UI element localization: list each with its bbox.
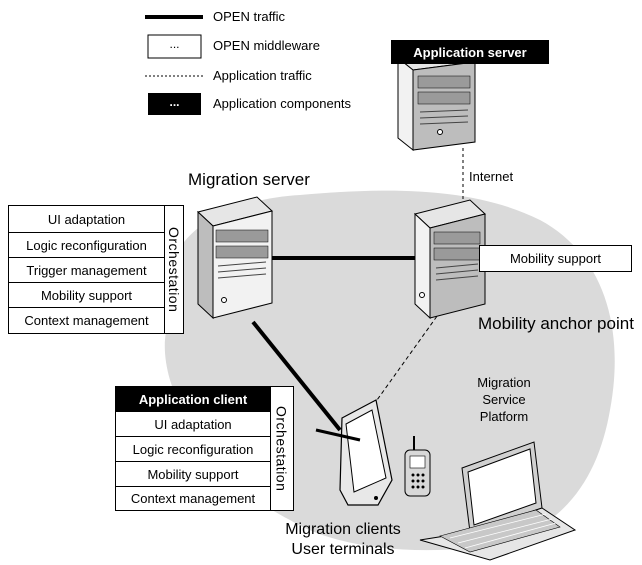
- migration-module-mobility-support: Mobility support: [9, 282, 164, 307]
- tablet-icon: [315, 399, 393, 506]
- laptop-icon: [419, 441, 577, 561]
- migration-clients-label: Migration clients User terminals: [268, 520, 418, 560]
- client-module-ui-adaptation: UI adaptation: [116, 411, 270, 436]
- application-client-header: Application client: [116, 387, 270, 411]
- migration-clients-line-1: Migration clients: [285, 521, 401, 538]
- mobility-anchor-title: Mobility anchor point: [478, 314, 634, 333]
- legend-middleware-symbol: ...: [169, 37, 180, 51]
- migration-orchestation-label: Orchestation: [166, 226, 182, 313]
- legend-application-components-label: Application components: [213, 96, 352, 111]
- migration-server-icon: [196, 196, 274, 320]
- platform-label-line-2: Service: [482, 392, 526, 407]
- legend-open-middleware-label: OPEN middleware: [213, 38, 320, 53]
- anchor-mobility-support: Mobility support: [479, 245, 632, 272]
- mobile-phone-icon: [404, 436, 431, 497]
- migration-module-logic-reconfiguration: Logic reconfiguration: [9, 232, 164, 257]
- migration-module-context-management: Context management: [9, 307, 164, 333]
- client-module-context-management: Context management: [116, 486, 270, 510]
- client-module-mobility-support: Mobility support: [116, 461, 270, 486]
- server-to-tablet-link: [251, 320, 342, 432]
- client-orchestation-label: Orchestation: [273, 405, 290, 492]
- migration-module-trigger-management: Trigger management: [9, 257, 164, 282]
- migration-server-title: Migration server: [188, 170, 310, 189]
- legend-open-traffic-label: OPEN traffic: [213, 9, 286, 24]
- migration-module-ui-adaptation: UI adaptation: [47, 211, 126, 227]
- legend-components-box: [148, 93, 201, 115]
- application-client-stack: Application client UI adaptation Logic r…: [115, 386, 294, 511]
- legend-middleware-box: [147, 34, 202, 59]
- platform-label-line-3: Platform: [479, 409, 529, 424]
- migration-server-module-stack: UI adaptation Logic reconfiguration Trig…: [8, 205, 184, 334]
- application-server-label: Application server: [391, 40, 549, 64]
- client-module-logic-reconfiguration: Logic reconfiguration: [116, 436, 270, 461]
- platform-label: Migration Service Platform: [466, 374, 542, 425]
- migration-clients-line-2: User terminals: [291, 541, 395, 558]
- legend-components-symbol: ...: [169, 95, 180, 109]
- application-server-icon: [396, 49, 477, 152]
- legend-application-traffic-label: Application traffic: [213, 68, 312, 83]
- mobility-anchor-icon: [413, 199, 487, 320]
- platform-label-line-1: Migration: [477, 375, 531, 390]
- internet-label: Internet: [469, 169, 514, 184]
